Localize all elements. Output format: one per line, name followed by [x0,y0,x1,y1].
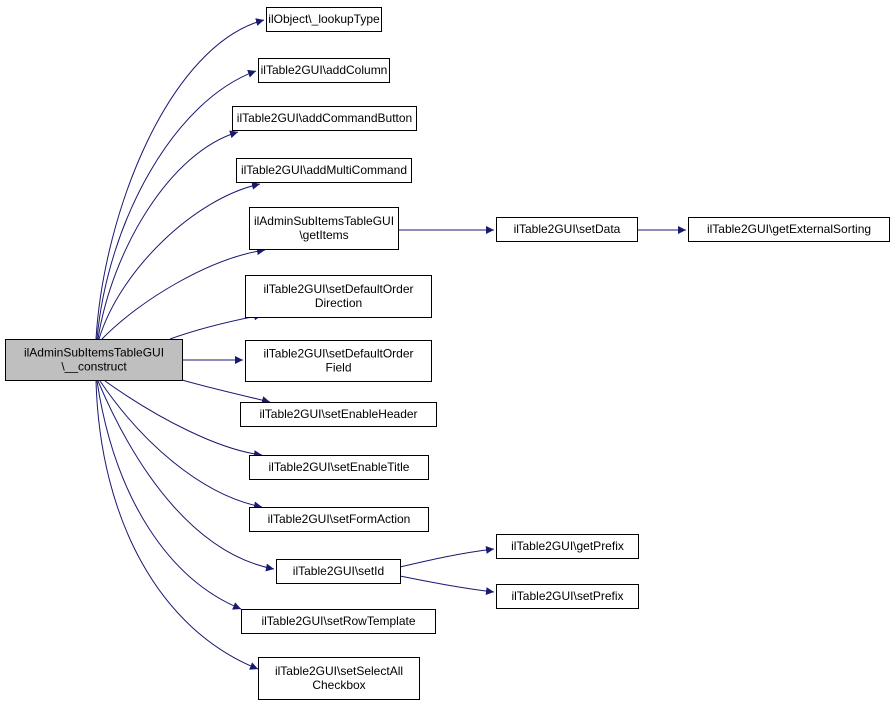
node-box [245,340,432,382]
node-getExternalSorting[interactable]: ilTable2GUI\getExternalSorting [688,217,890,242]
node-box [5,339,183,381]
edge-root-to-setRowTemplate [96,380,242,610]
edge-root-to-setDefaultOrderDirection [169,312,263,340]
node-label: ilTable2GUI\setDefaultOrder [263,347,413,361]
nodes-layer: ilAdminSubItemsTableGUI\__constructilObj… [5,7,890,700]
node-label: ilTable2GUI\setSelectAll [275,664,403,678]
node-label: ilObject\_lookupType [268,12,380,26]
node-label: ilTable2GUI\addMultiCommand [241,163,407,177]
node-setFormAction[interactable]: ilTable2GUI\setFormAction [249,507,429,532]
node-label: ilTable2GUI\addColumn [261,63,388,77]
node-setEnableHeader[interactable]: ilTable2GUI\setEnableHeader [240,402,437,427]
node-box [249,507,429,532]
node-label: ilTable2GUI\setFormAction [268,512,411,526]
node-box [496,534,639,559]
node-addCommandButton[interactable]: ilTable2GUI\addCommandButton [232,106,417,131]
node-box [496,584,639,609]
node-label: ilAdminSubItemsTableGUI [24,346,164,360]
node-setData[interactable]: ilTable2GUI\setData [496,217,638,242]
node-label: ilTable2GUI\setEnableHeader [259,407,417,421]
node-label: ilTable2GUI\setData [514,222,621,236]
node-label: ilAdminSubItemsTableGUI [254,214,394,228]
node-label: ilTable2GUI\setEnableTitle [269,460,410,474]
edge-root-to-addColumn [96,69,257,340]
node-label: Direction [315,296,362,310]
node-box [241,609,436,634]
node-label: ilTable2GUI\addCommandButton [237,111,412,125]
node-box [245,275,432,318]
node-addColumn[interactable]: ilTable2GUI\addColumn [258,58,390,83]
node-root: ilAdminSubItemsTableGUI\__construct [5,339,183,381]
node-box [236,158,412,183]
node-label: ilTable2GUI\getPrefix [511,539,624,553]
edge-root-to-setSelectAllCheckbox [95,380,259,670]
node-label: ilTable2GUI\setId [293,564,384,578]
node-box [249,455,429,480]
edge-root-to-setEnableTitle [104,380,263,459]
node-box [496,217,638,242]
edge-root-to-setFormAction [99,380,263,510]
edge-root-to-lookupType [95,18,265,340]
node-box [258,657,420,700]
node-box [688,217,890,242]
edge-root-to-getItems [101,247,266,340]
node-addMultiCommand[interactable]: ilTable2GUI\addMultiCommand [236,158,412,183]
edge-setId-to-setPrefix [399,575,495,596]
node-box [258,58,390,83]
edge-root-to-setId [97,380,275,572]
edge-setId-to-getPrefix [399,545,495,568]
node-box [276,559,401,584]
node-label: ilTable2GUI\setPrefix [511,589,623,603]
node-setRowTemplate[interactable]: ilTable2GUI\setRowTemplate [241,609,436,634]
node-box [266,7,382,32]
edge-root-to-addCommandButton [97,130,239,340]
edge-root-to-setEnableHeader [181,379,271,405]
node-box [240,402,437,427]
node-setEnableTitle[interactable]: ilTable2GUI\setEnableTitle [249,455,429,480]
node-setId[interactable]: ilTable2GUI\setId [276,559,401,584]
node-label: ilTable2GUI\setRowTemplate [261,614,415,628]
node-setPrefix[interactable]: ilTable2GUI\setPrefix [496,584,639,609]
node-label: ilTable2GUI\setDefaultOrder [263,282,413,296]
edge-root-to-addMultiCommand [98,181,261,340]
edges-layer [95,18,686,670]
node-label: Field [325,361,351,375]
node-label: ilTable2GUI\getExternalSorting [707,222,871,236]
node-lookupType[interactable]: ilObject\_lookupType [266,7,382,32]
node-label: \__construct [61,360,127,374]
node-label: Checkbox [312,678,365,692]
node-box [232,106,417,131]
node-getPrefix[interactable]: ilTable2GUI\getPrefix [496,534,639,559]
node-getItems[interactable]: ilAdminSubItemsTableGUI\getItems [249,207,399,250]
node-label: \getItems [299,228,348,242]
node-box [249,207,399,250]
